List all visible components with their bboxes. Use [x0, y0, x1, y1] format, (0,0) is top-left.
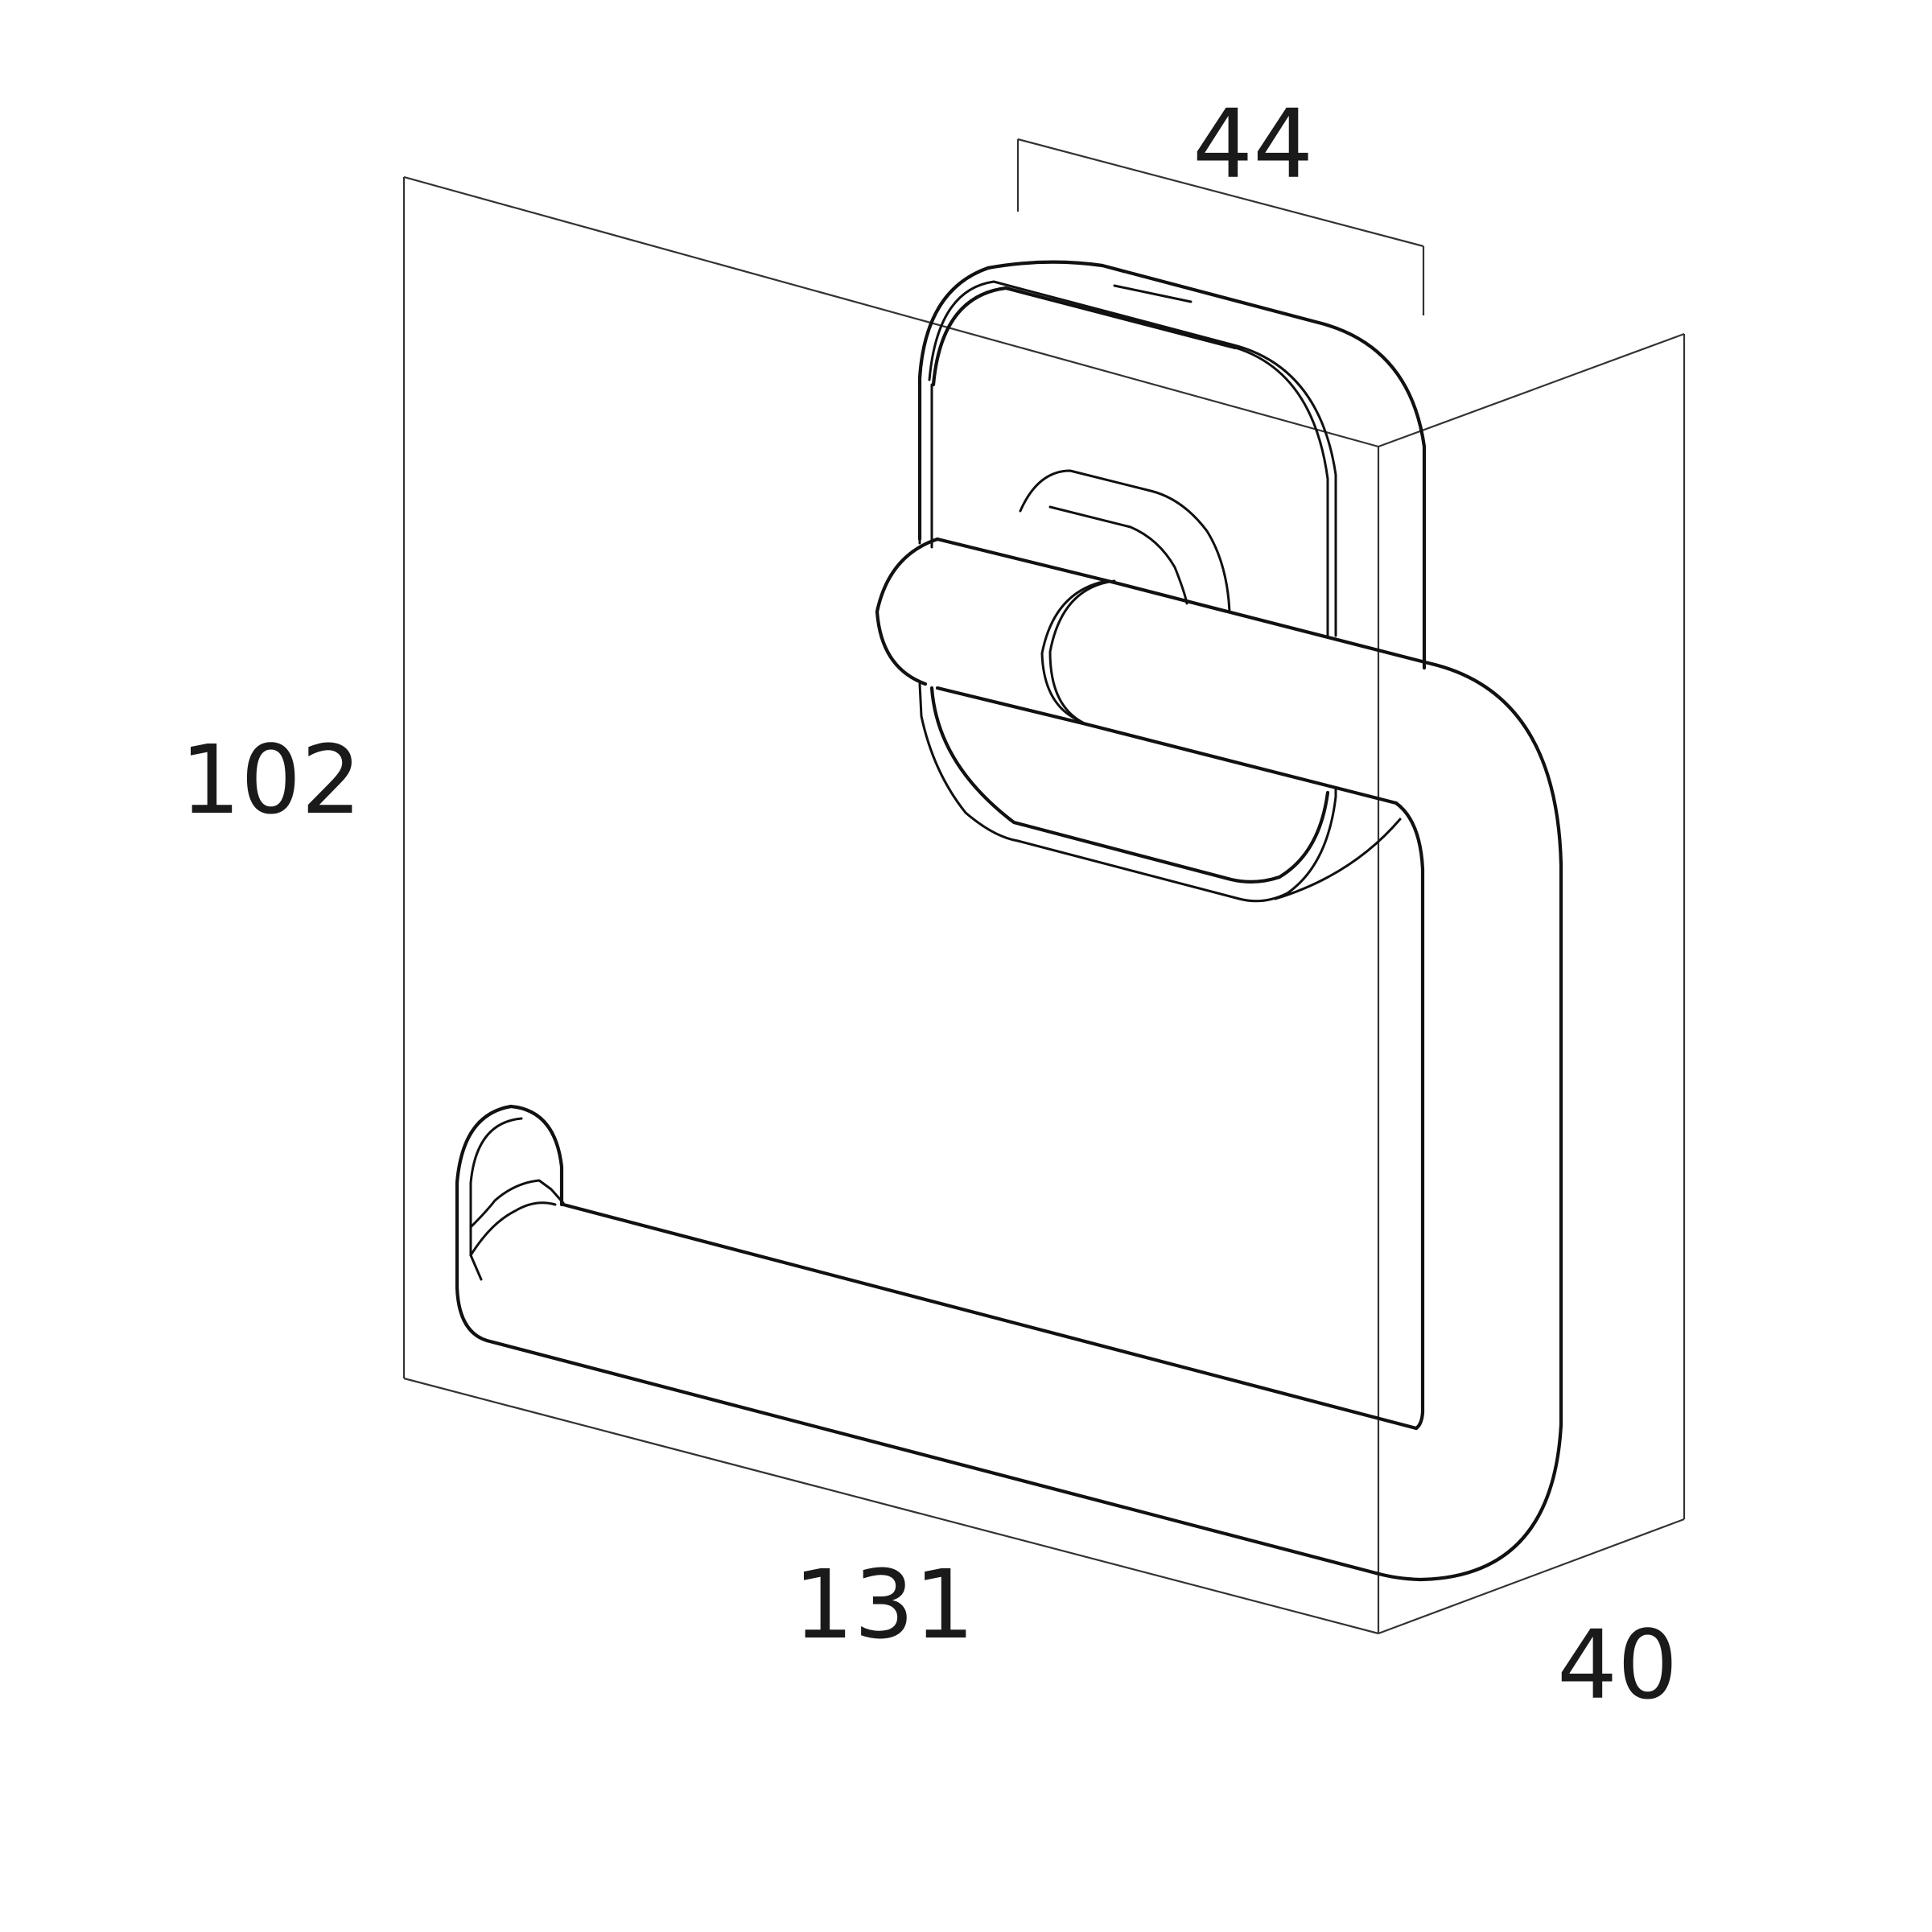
mounting-plate — [917, 260, 1427, 903]
dimension-label-131: 131 — [793, 1549, 975, 1660]
upper-arm — [875, 537, 1431, 805]
rod-bend — [1374, 661, 1563, 1582]
lower-arm — [455, 1104, 1419, 1576]
arm-support-block — [1019, 469, 1231, 613]
bounding-box — [402, 175, 1686, 1635]
dimension-line-44 — [1016, 138, 1425, 315]
dimension-label-40: 40 — [1557, 1609, 1679, 1720]
dimension-label-44: 44 — [1193, 89, 1314, 200]
dimension-label-102: 102 — [180, 724, 362, 835]
